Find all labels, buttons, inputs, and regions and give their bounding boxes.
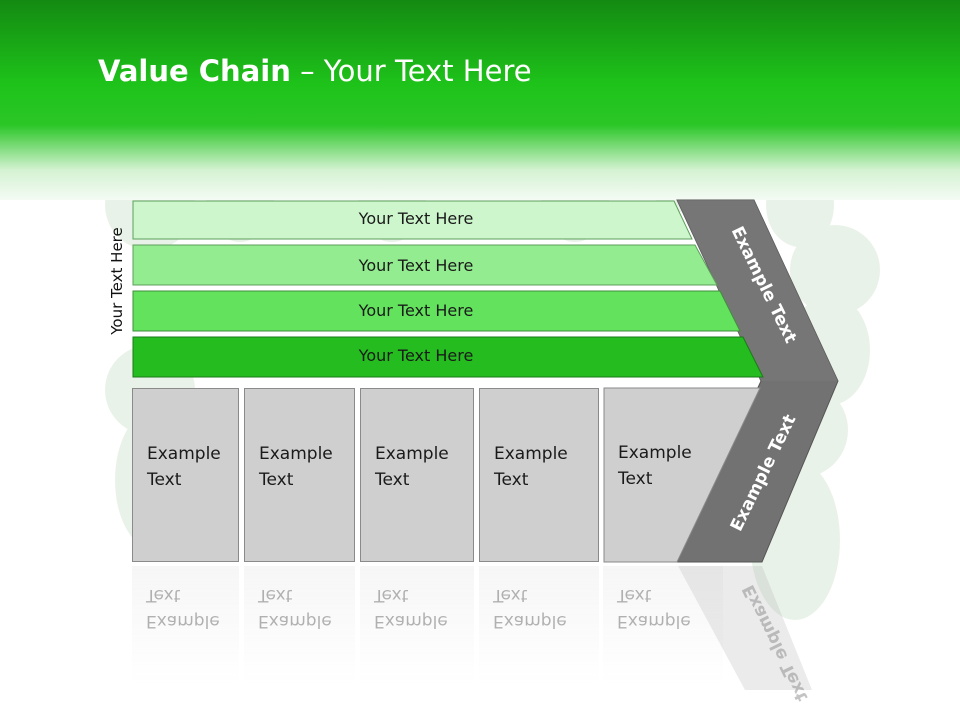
title-bold: Value Chain — [98, 54, 291, 88]
title-rest: – Your Text Here — [290, 54, 532, 88]
vertical-label: Your Text Here — [108, 227, 126, 335]
bar-4-shape[interactable] — [132, 336, 764, 378]
header-band — [0, 0, 960, 200]
bar-3-label: Your Text Here — [358, 301, 474, 320]
box-5-shape[interactable] — [603, 387, 763, 564]
bar-1-label: Your Text Here — [358, 209, 474, 228]
bar-3-shape[interactable] — [132, 290, 741, 332]
chevron-reflection — [678, 566, 812, 690]
bar-1-shape[interactable] — [132, 200, 693, 240]
slide-title: Value Chain – Your Text Here — [98, 54, 532, 94]
bar-2-label: Your Text Here — [358, 256, 474, 275]
bar-2-shape[interactable] — [132, 244, 718, 286]
bar-4-label: Your Text Here — [358, 346, 474, 365]
